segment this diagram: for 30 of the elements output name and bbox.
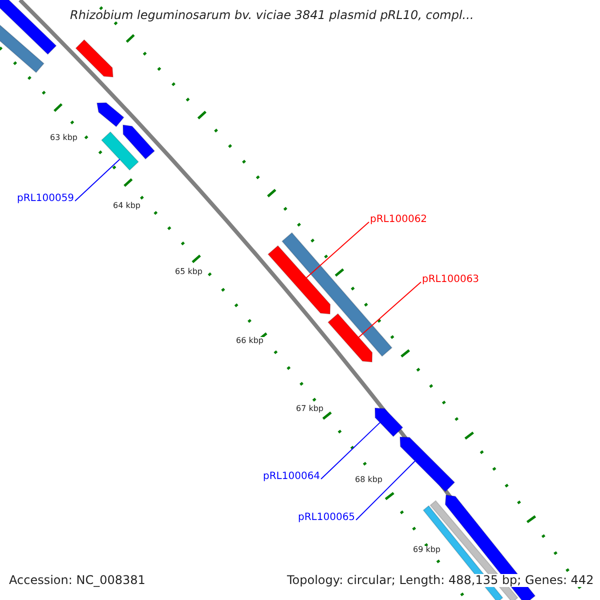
leader-line (356, 460, 416, 520)
gene-feature (75, 39, 114, 78)
scale-label: 68 kbp (355, 476, 383, 485)
gene-label: pRL100062 (370, 214, 428, 225)
scale-label: 65 kbp (175, 268, 203, 277)
gene-feature (100, 131, 140, 171)
gene-label: pRL100059 (17, 193, 74, 204)
leader-line (320, 422, 380, 480)
scale-label: 69 kbp (413, 546, 441, 555)
gene-label: pRL100064 (263, 471, 320, 482)
gene-feature (0, 0, 57, 55)
scale-label: 67 kbp (296, 405, 324, 414)
title: Rhizobium leguminosarum bv. viciae 3841 plasmid pRL10, compl... (70, 9, 474, 22)
leader-line (358, 282, 422, 338)
gene-feature (281, 232, 393, 357)
accession-text: Accession: NC_008381 (9, 574, 146, 588)
leader-line (306, 222, 370, 278)
gene-label: pRL100063 (422, 274, 480, 285)
leader-line (74, 158, 120, 202)
gene-feature (267, 245, 331, 315)
gene-feature (96, 102, 124, 128)
gene-feature (327, 313, 373, 363)
scale-label: 64 kbp (113, 202, 141, 211)
gene-label: pRL100065 (298, 512, 356, 523)
scale-label: 66 kbp (236, 337, 264, 346)
scale-label: 63 kbp (50, 134, 78, 143)
gene-feature (374, 407, 404, 438)
gene-feature (122, 124, 156, 160)
topology-text: Topology: circular; Length: 488,135 bp; Genes: 442 (287, 574, 594, 588)
gene-feature (399, 436, 456, 492)
